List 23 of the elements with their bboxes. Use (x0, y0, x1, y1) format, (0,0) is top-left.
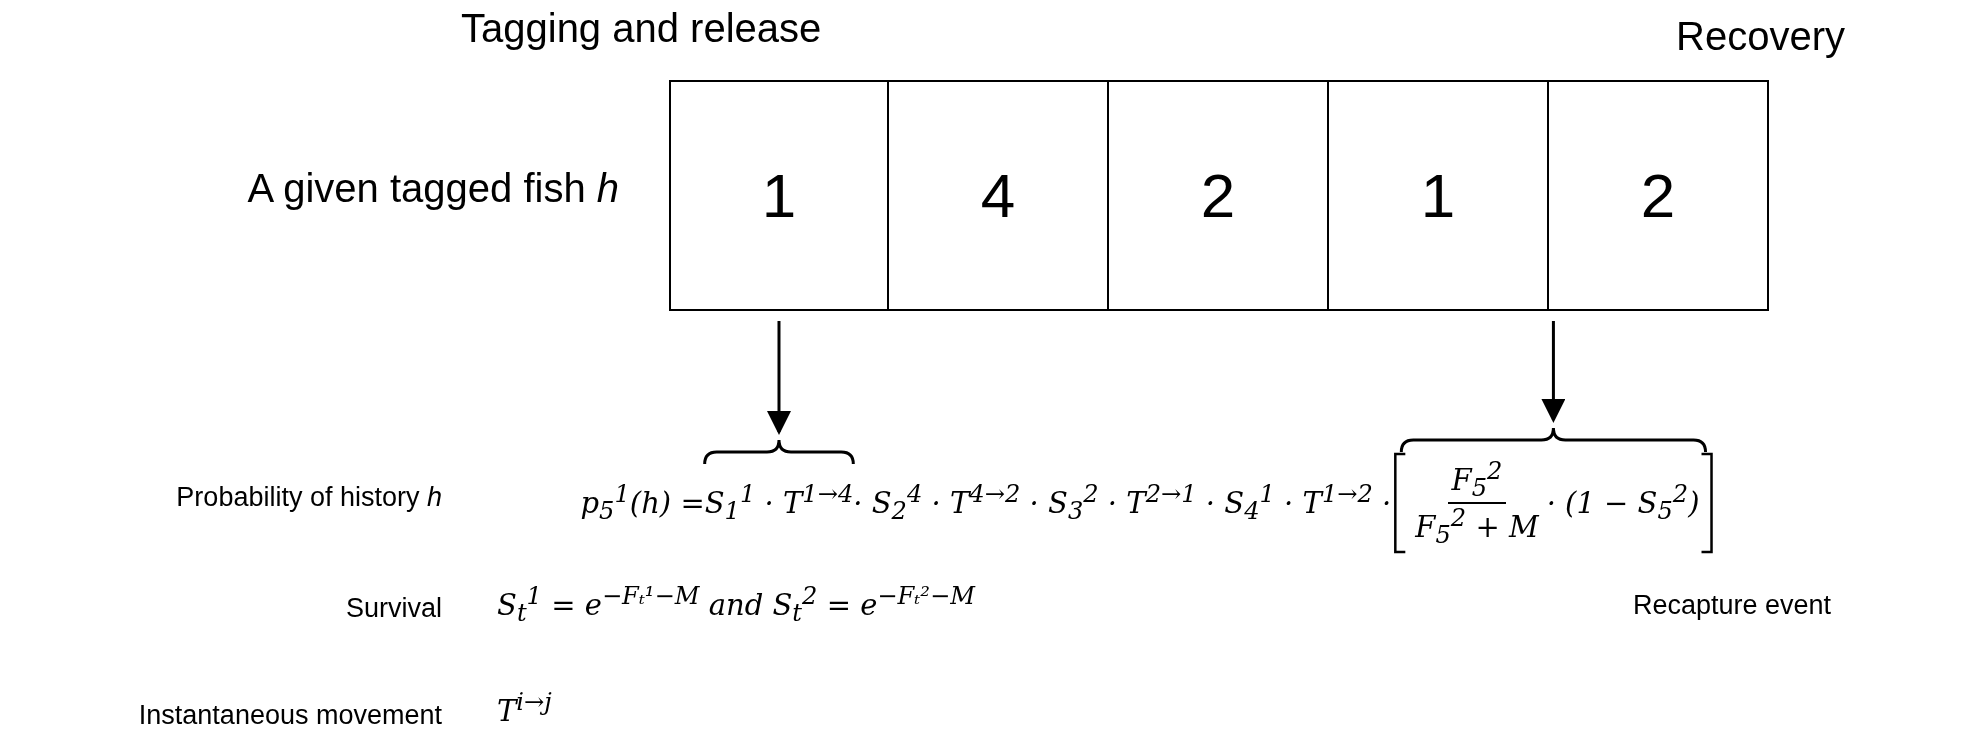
formula-text: · S$_{2}$$^{4}$ · T$^{4→2}$ · S$_{3}$$^{2}$ · T$^{2→1}$ · S$_{4}$$^{1}$ · T$^{1→2}$ · (853, 480, 1392, 526)
formula-text: p$_{5}$$^{1}$(h) = (580, 480, 705, 526)
curly-brace (1399, 426, 1707, 453)
formula-text: S$_{1}$$^{1}$ · T$^{1→4}$ (704, 480, 854, 526)
formula-text: · (1 − S$_{5}$$^{2}$) (1546, 480, 1700, 526)
formula-text: S$_{t}$$^{1}$ = e$^{−Fₜ¹−M}$ and S$_{t}$$^{2}$ = e$^{−Fₜ²−M}$ (497, 582, 975, 628)
formula-text: T$^{i→j}$ (497, 688, 552, 728)
sequence-cell: 1 (1327, 80, 1549, 311)
curly-brace (703, 438, 855, 465)
sequence-cell: 2 (1547, 80, 1769, 311)
header-text: Recovery (1676, 14, 1845, 59)
row-label: A given tagged fish h (247, 166, 619, 211)
row-label: Survival (345, 593, 442, 624)
caption-text: Recapture event (1633, 590, 1832, 621)
arrow (1541, 321, 1566, 423)
header-text: Tagging and release (461, 6, 822, 51)
row-label: Instantaneous movement (138, 700, 442, 731)
arrow (767, 321, 791, 435)
sequence-cell: 2 (1107, 80, 1329, 311)
fraction-denominator: F$_{5}$$^{2}$ + M (1414, 504, 1541, 550)
row-label: Probability of history h (176, 482, 442, 513)
sequence-cell: 4 (887, 80, 1109, 311)
sequence-cell: 1 (669, 80, 889, 311)
